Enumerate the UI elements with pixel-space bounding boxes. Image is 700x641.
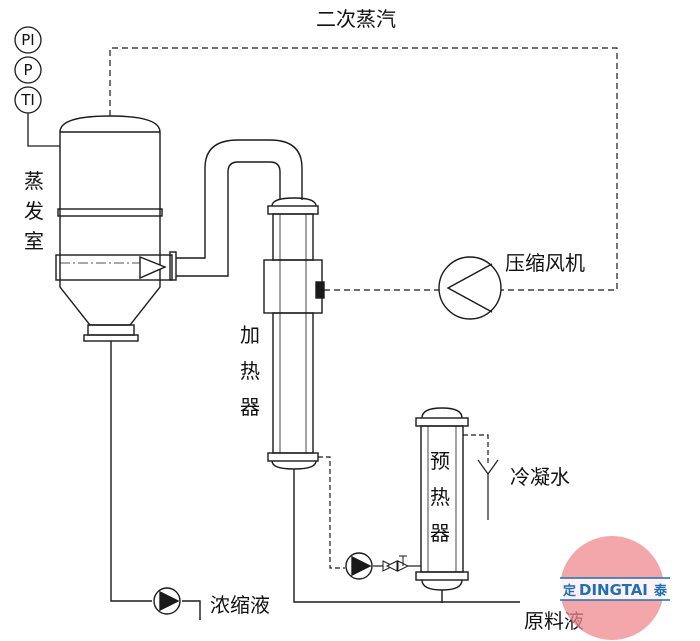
preheater-char-1: 预 bbox=[430, 449, 450, 473]
concentrate-pump-icon bbox=[153, 587, 181, 615]
heater-char-3: 器 bbox=[240, 395, 260, 419]
evap-chamber-char-1: 蒸 bbox=[24, 169, 44, 193]
logo-name: DINGTAI bbox=[579, 581, 648, 599]
heater-vessel bbox=[263, 197, 325, 470]
p-gauge-label: P bbox=[23, 61, 32, 79]
p-gauge-icon bbox=[14, 56, 42, 84]
instrument-group bbox=[14, 26, 60, 147]
heater-char-1: 加 bbox=[240, 323, 260, 347]
logo-prefix: 定 bbox=[562, 583, 576, 599]
preheater-vessel bbox=[415, 407, 469, 603]
pi-gauge-label: PI bbox=[21, 31, 34, 49]
heater-steam-inlet bbox=[315, 281, 325, 299]
connecting-pipe bbox=[169, 139, 303, 281]
secondary-steam-line bbox=[109, 47, 618, 291]
compressor-icon bbox=[438, 256, 502, 320]
feed-pump-icon bbox=[345, 552, 373, 580]
compressor-label: 压缩风机 bbox=[505, 251, 585, 275]
secondary-steam-label: 二次蒸汽 bbox=[316, 7, 396, 31]
evap-chamber-char-3: 室 bbox=[24, 229, 44, 253]
heater-char-2: 热 bbox=[240, 359, 260, 383]
cooling-water-label: 冷凝水 bbox=[510, 465, 570, 489]
pi-gauge-icon bbox=[14, 26, 42, 54]
preheater-char-2: 热 bbox=[430, 485, 450, 509]
evaporation-chamber bbox=[55, 115, 173, 342]
ti-gauge-label: TI bbox=[20, 91, 35, 109]
logo-suffix: 泰 bbox=[653, 583, 668, 599]
concentrate-label: 浓缩液 bbox=[210, 593, 270, 617]
valve-icon bbox=[382, 555, 410, 572]
evap-chamber-char-2: 发 bbox=[24, 199, 44, 223]
dingtai-logo: 定 DINGTAI 泰 bbox=[560, 536, 670, 640]
heater-condensate-line bbox=[318, 456, 345, 569]
bottom-piping bbox=[110, 341, 520, 620]
preheater-char-3: 器 bbox=[430, 521, 450, 545]
cooling-water-line bbox=[463, 434, 499, 520]
